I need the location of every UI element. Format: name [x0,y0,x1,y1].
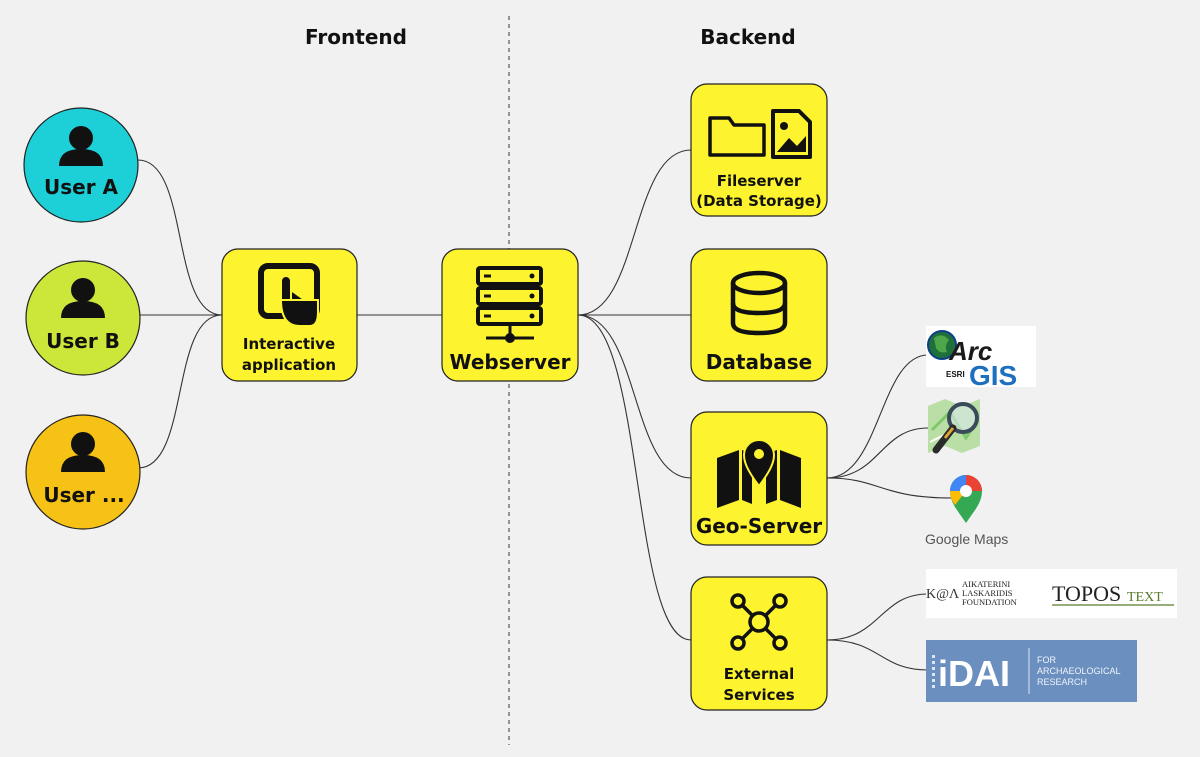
laskaridis-line2: LASKARIDIS [962,588,1013,598]
folder-icon [708,116,766,157]
external-services-node[interactable]: External Services [690,576,828,711]
webserver-label: Webserver [449,350,570,374]
connector-geo-arcgis [826,354,929,479]
connectors [137,149,953,671]
database-node[interactable]: Database [690,248,828,382]
connector-webserver-fileserver [577,149,692,316]
laskaridis-line1: AIKATERINI [962,579,1010,589]
image-file-icon [771,109,812,159]
map-pin-icon [717,439,801,508]
globe-icon [927,330,957,360]
google-maps-logo[interactable]: Google Maps [925,475,1008,547]
webserver-node[interactable]: Webserver [441,248,579,382]
arcgis-logo[interactable]: Arc GIS ESRI [926,326,1036,391]
topos-main-text: TOPOS [1052,581,1121,606]
database-icon [730,270,788,336]
fileserver-node[interactable]: Fileserver (Data Storage) [690,83,828,217]
arcgis-arc-text: Arc [948,336,993,366]
geo-server-label: Geo-Server [696,514,822,538]
idai-line3: RESEARCH [1037,677,1087,687]
idai-logo[interactable]: iDAI FOR ARCHAEOLOGICAL RESEARCH [926,640,1137,702]
user-icon [59,126,103,166]
fileserver-label-line2: (Data Storage) [696,192,822,210]
idai-line1: FOR [1037,655,1056,665]
connector-webserver-geoserver [577,314,692,479]
laskaridis-monogram: Κ@Λ [926,587,960,602]
touch-screen-icon [258,263,320,327]
app-label-line1: Interactive [243,335,335,353]
connector-external-laskaridis [826,593,929,641]
user-dots-node[interactable]: User ... [25,414,141,530]
external-services-label-line1: External [724,665,795,683]
user-b-node[interactable]: User B [25,260,141,376]
connector-geo-osm [826,427,929,479]
google-maps-text: Google Maps [925,531,1008,547]
interactive-application-node[interactable]: Interactive application [221,248,358,382]
user-icon [61,432,105,472]
fileserver-label-line1: Fileserver [717,172,802,190]
connector-webserver-external [577,314,692,641]
user-a-node[interactable]: User A [23,107,139,223]
arcgis-esri-text: ESRI [946,370,965,379]
magnifier-icon [932,402,979,454]
geo-server-node[interactable]: Geo-Server [690,411,828,546]
laskaridis-line3: FOUNDATION [962,597,1017,607]
external-services-box [690,576,828,711]
connector-geo-googlemaps [826,477,953,499]
user-icon [61,278,105,318]
topos-sub-text: TEXT [1127,590,1163,605]
idai-mark-text: iDAI [938,653,1010,694]
frontend-header: Frontend [305,25,407,49]
network-hub-icon [730,593,788,651]
laskaridis-topos-bg [926,569,1177,618]
server-rack-icon [476,266,543,343]
database-label: Database [706,350,812,374]
user-a-label: User A [44,175,119,199]
connector-external-idai [826,639,929,671]
user-dots-label: User ... [43,483,124,507]
connector-user-dots-app [137,314,223,469]
external-services-label-line2: Services [723,686,794,704]
arcgis-gis-text: GIS [969,360,1017,391]
openstreetmap-logo[interactable] [928,399,980,454]
idai-dot-pattern [932,655,935,688]
user-b-label: User B [46,329,120,353]
app-label-line2: application [242,356,336,374]
idai-logo-bg [926,640,1137,702]
connector-user-a-app [137,159,223,316]
google-maps-pin-icon [950,475,982,523]
laskaridis-topos-logo[interactable]: Κ@Λ AIKATERINI LASKARIDIS FOUNDATION TOP… [926,569,1177,618]
backend-header: Backend [700,25,795,49]
idai-line2: ARCHAEOLOGICAL [1037,666,1121,676]
